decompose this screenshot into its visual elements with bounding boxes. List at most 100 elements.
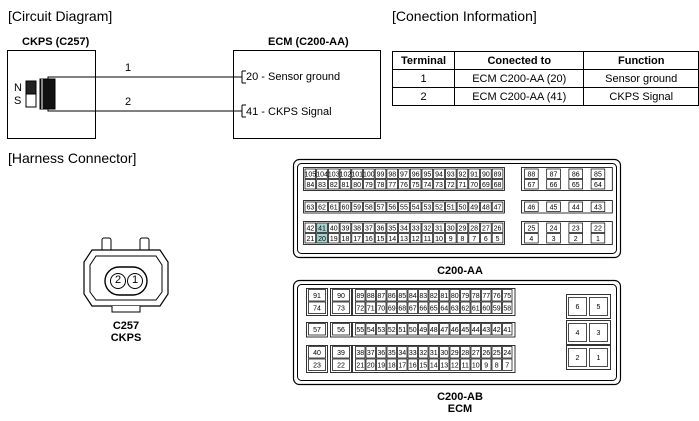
pin-number: 9 (484, 362, 488, 369)
pin-number: 87 (550, 171, 558, 178)
pin-number: 42 (493, 327, 501, 334)
connection-table-header: Terminal Conected to Function (391, 51, 699, 70)
pin-number: 89 (356, 293, 364, 300)
pin-number: 81 (342, 182, 350, 189)
pin-cell: 2 (568, 348, 587, 367)
pin-cell: 72 (445, 179, 457, 190)
connection-info-header: [Conection Information] (392, 8, 537, 24)
pin-cell: 57 (374, 201, 387, 212)
pin-cell: 60 (481, 301, 492, 314)
pin-number: 4 (576, 330, 580, 337)
pin-cell: 43 (481, 323, 492, 336)
pin-cell: 6 (480, 233, 492, 244)
pin-cell: 10 (433, 233, 445, 244)
pin-number: 41 (503, 327, 511, 334)
pin-cell: 101 (351, 168, 363, 179)
pin-cell: 8 (456, 233, 469, 244)
pin-number: 83 (318, 182, 326, 189)
c257-pin-2: 2 (114, 274, 122, 286)
table-row: 1 ECM C200-AA (20) Sensor ground (391, 69, 699, 88)
pin-number: 75 (412, 182, 420, 189)
pin-cell: 26 (491, 222, 504, 233)
pin-cell: 16 (407, 358, 418, 371)
pin-cell: 38 (355, 346, 366, 359)
pin-number: 47 (494, 204, 502, 211)
pin-cell: 11 (421, 233, 434, 244)
pin-number: 37 (367, 350, 375, 357)
pin-cell: 52 (386, 323, 397, 336)
pin-cell: 62 (460, 301, 471, 314)
pin-number: 3 (597, 330, 601, 337)
pin-cell: 14 (428, 358, 439, 371)
c257-label: C257 (112, 320, 140, 332)
pin-cell: 97 (398, 168, 410, 179)
pin-cell: 38 (351, 222, 363, 233)
pin-cell: 64 (439, 301, 450, 314)
pin-cell: 59 (491, 301, 502, 314)
pin-number: 17 (398, 362, 406, 369)
pin-number: 72 (356, 305, 364, 312)
pin-cell: 104 (316, 168, 328, 179)
pin-cell: 31 (433, 222, 445, 233)
pin-number: 90 (482, 171, 490, 178)
pin-cell: 99 (374, 168, 387, 179)
pin-cell: 30 (445, 222, 457, 233)
pin-number: 46 (527, 204, 535, 211)
pin-cell: 73 (332, 301, 350, 314)
pin-cell: 46 (524, 201, 539, 212)
pin-number: 43 (482, 327, 490, 334)
pin-number: 3 (552, 236, 556, 243)
pin-cell: 12 (449, 358, 460, 371)
pin-number: 36 (377, 225, 385, 232)
pin-number: 48 (482, 204, 490, 211)
pin-number: 13 (440, 362, 448, 369)
pin-number: 68 (398, 305, 406, 312)
pin-number: 72 (447, 182, 455, 189)
pin-number: 101 (351, 171, 363, 178)
pin-cell: 10 (470, 358, 481, 371)
pin-cell: 72 (355, 301, 366, 314)
pin-number: 97 (400, 171, 408, 178)
pin-cell: 32 (421, 222, 434, 233)
pin-number: 73 (337, 305, 345, 312)
pin-cell: 49 (468, 201, 480, 212)
pin-cell: 53 (376, 323, 387, 336)
pin-number: 88 (527, 171, 535, 178)
pin-cell: 89 (355, 289, 366, 302)
pin-number: 78 (377, 182, 385, 189)
pin-cell: 84 (407, 289, 418, 302)
pin-cell: 49 (418, 323, 429, 336)
pin-number: 62 (318, 204, 326, 211)
pin-number: 16 (365, 236, 373, 243)
pin-cell: 3 (546, 233, 561, 244)
pin-number: 63 (306, 204, 314, 211)
pin-number: 26 (482, 350, 490, 357)
pin-number: 51 (447, 204, 455, 211)
pin-number: 87 (377, 293, 385, 300)
pin-number: 94 (435, 171, 443, 178)
pin-cell: 22 (590, 222, 606, 233)
wire-1 (47, 76, 242, 79)
pin-number: 61 (330, 204, 338, 211)
ecm-title: ECM (C200-AA) (268, 36, 349, 48)
pin-number: 31 (435, 225, 443, 232)
pin-number: 27 (482, 225, 490, 232)
pin-number: 83 (419, 293, 427, 300)
pin-number: 76 (400, 182, 408, 189)
pin-number: 24 (550, 225, 558, 232)
pin-number: 36 (377, 350, 385, 357)
table-row: 2 ECM C200-AA (41) CKPS Signal (391, 87, 699, 106)
pin-number: 25 (493, 350, 501, 357)
pin-cell: 59 (351, 201, 363, 212)
pin-number: 77 (482, 293, 490, 300)
pin-cell: 36 (374, 222, 387, 233)
pin-cell: 19 (328, 233, 340, 244)
pin-cell: 42 (304, 222, 317, 233)
pin-number: 34 (398, 350, 406, 357)
pin-number: 56 (388, 204, 396, 211)
pin-number: 75 (503, 293, 511, 300)
pin-cell: 47 (439, 323, 450, 336)
pin-number: 96 (412, 171, 420, 178)
pin-number: 82 (330, 182, 338, 189)
